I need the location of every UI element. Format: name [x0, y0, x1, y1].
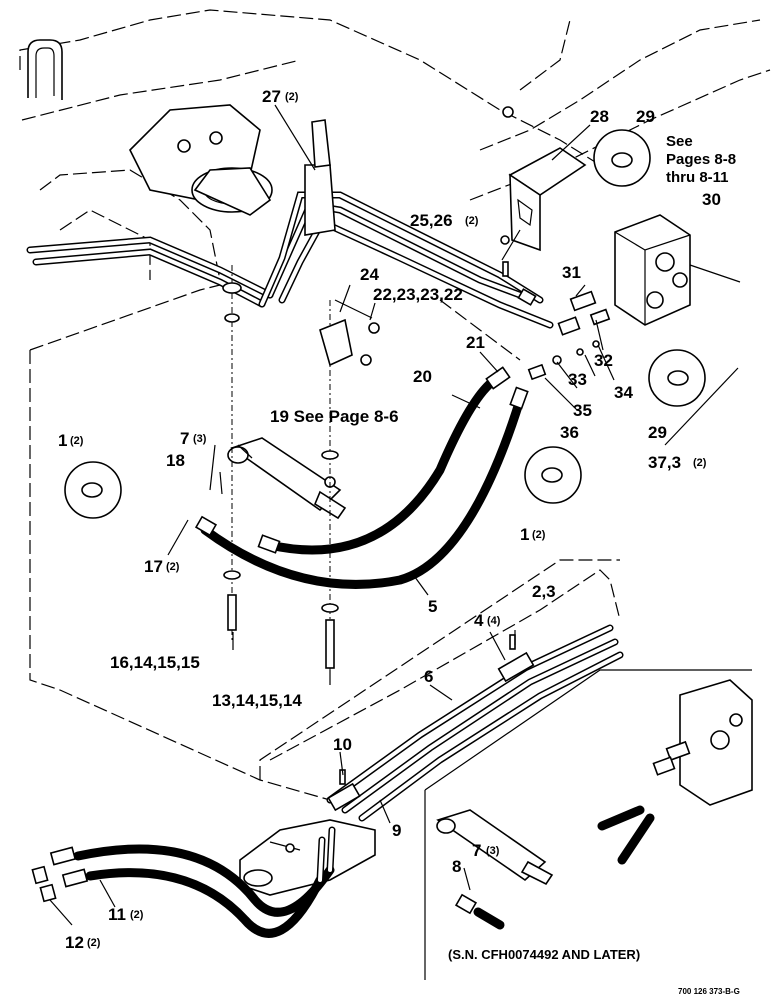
callout-30: 30	[702, 190, 721, 209]
u-bolt-bracket	[27, 39, 63, 100]
callout-18: 18	[166, 451, 185, 470]
machine-frame-outline	[19, 9, 771, 801]
callout-32: 32	[594, 351, 613, 370]
callout-33: 33	[568, 370, 587, 389]
callout-7-inset: 7	[472, 841, 481, 860]
callout-5: 5	[428, 597, 437, 616]
document-id: 700 126 373-B-G	[678, 987, 740, 996]
callout-27: 27	[262, 87, 281, 106]
note-see: See	[666, 133, 693, 150]
callout-22-23: 22,23,23,22	[373, 285, 463, 304]
gearbox-assembly	[129, 104, 273, 216]
callout-11-qty: (2)	[130, 909, 144, 921]
callout-29-top: 29	[636, 107, 655, 126]
callout-12-qty: (2)	[87, 937, 101, 949]
callout-21: 21	[466, 333, 485, 352]
callout-20: 20	[413, 367, 432, 386]
callout-4-qty: (4)	[487, 615, 501, 627]
callout-4: 4	[474, 611, 484, 630]
callout-7-qty: (3)	[193, 433, 207, 445]
lower-tube-bundle	[326, 624, 624, 822]
callout-28: 28	[590, 107, 609, 126]
callout-35: 35	[573, 401, 592, 420]
tube-clamp-27	[304, 119, 336, 236]
callout-8-inset: 8	[452, 857, 461, 876]
callout-27-qty: (2)	[285, 91, 299, 103]
callout-24: 24	[360, 265, 379, 284]
callout-25-26: 25,26	[410, 211, 453, 230]
callout-7: 7	[180, 429, 189, 448]
callout-labels: 27 (2) 28 29 See Pages 8-8 thru 8-11 30 …	[58, 87, 736, 952]
hydraulic-hoses	[194, 366, 529, 589]
callout-13-14-15: 13,14,15,14	[212, 691, 302, 710]
callout-9: 9	[392, 821, 401, 840]
callout-16-14-15: 16,14,15,15	[110, 653, 200, 672]
callout-17-qty: (2)	[166, 561, 180, 573]
upper-tube-bundle	[26, 191, 554, 329]
note-pages: Pages 8-8	[666, 151, 736, 168]
callout-37-3-qty: (2)	[693, 457, 707, 469]
inset-serial-note: (S.N. CFH0074492 AND LATER)	[448, 947, 640, 962]
callout-29-bottom: 29	[648, 423, 667, 442]
callout-1-left: 1	[58, 431, 67, 450]
callout-25-26-qty: (2)	[465, 215, 479, 227]
note-thru: thru 8-11	[666, 169, 729, 186]
callout-2-3: 2,3	[532, 582, 556, 601]
lower-mounting-bracket	[239, 819, 376, 896]
callout-10: 10	[333, 735, 352, 754]
mounting-hardware	[222, 235, 510, 669]
callout-12: 12	[65, 933, 84, 952]
callout-1-right: 1	[520, 525, 529, 544]
callout-34: 34	[614, 383, 633, 402]
callout-7-inset-qty: (3)	[486, 845, 500, 857]
callout-1-right-qty: (2)	[532, 529, 546, 541]
callout-11: 11	[108, 905, 126, 924]
valve-mounting-bracket	[502, 106, 587, 252]
callout-6: 6	[424, 667, 433, 686]
o-ring-detail-views	[64, 129, 706, 519]
leader-lines	[49, 104, 739, 926]
inset-detail-box	[424, 669, 753, 980]
callout-19: 19 See Page 8-6	[270, 407, 399, 426]
callout-36: 36	[560, 423, 579, 442]
valve-block	[614, 214, 741, 326]
callout-17: 17	[144, 557, 163, 576]
callout-1-left-qty: (2)	[70, 435, 84, 447]
valve-fittings	[517, 288, 611, 381]
callout-37-3: 37,3	[648, 453, 681, 472]
hydraulic-cylinder	[227, 437, 347, 520]
lower-hoses	[31, 826, 336, 938]
callout-31: 31	[562, 263, 581, 282]
